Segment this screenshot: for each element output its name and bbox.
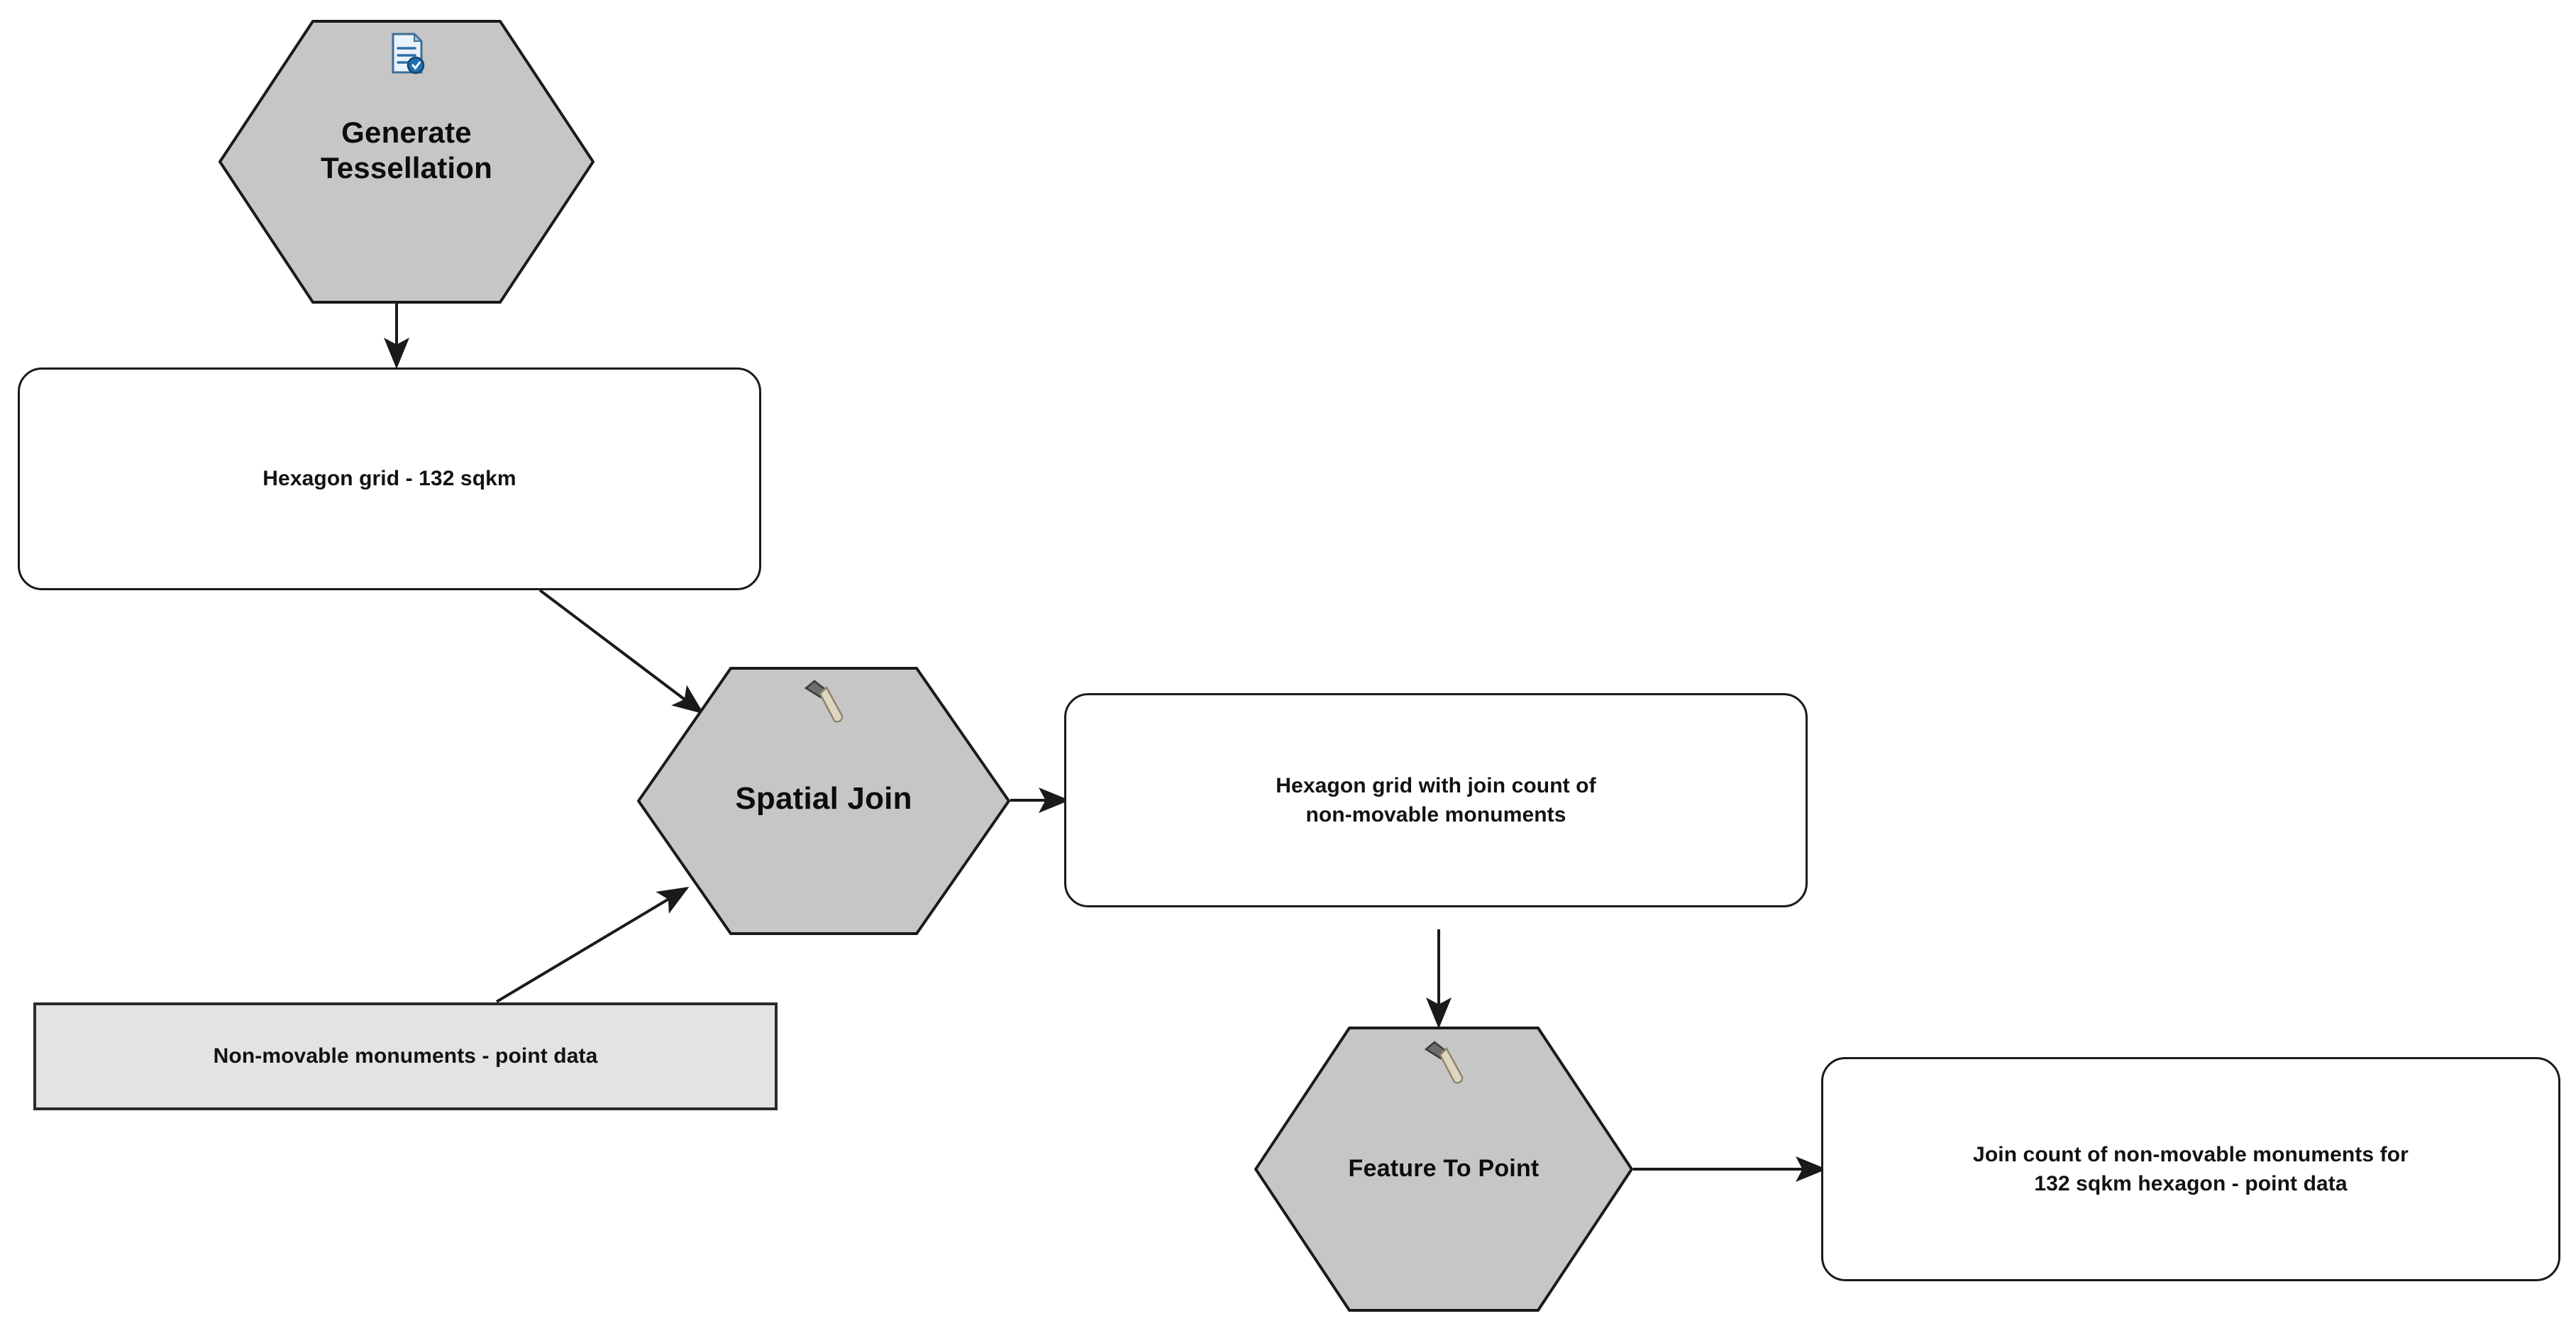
node-hexagon-grid-join-count[interactable]: Hexagon grid with join count of non-mova… xyxy=(1064,693,1808,907)
hexagon-shape xyxy=(1254,1027,1633,1312)
hexagon-shape xyxy=(637,667,1010,935)
node-label: Generate Tessellation xyxy=(320,116,493,184)
node-hexagon-grid[interactable]: Hexagon grid - 132 sqkm xyxy=(18,367,761,590)
node-label: Hexagon grid - 132 sqkm xyxy=(262,467,516,491)
node-non-movable-monuments[interactable]: Non-movable monuments - point data xyxy=(33,1002,778,1110)
node-generate-tessellation[interactable]: Generate Tessellation xyxy=(219,20,595,304)
hexagon-shape xyxy=(219,20,595,304)
node-label: Spatial Join xyxy=(735,781,912,816)
node-join-count-points[interactable]: Join count of non-movable monuments for … xyxy=(1821,1057,2560,1281)
node-label: Feature To Point xyxy=(1348,1155,1539,1182)
node-feature-to-point[interactable]: Feature To Point xyxy=(1254,1027,1633,1312)
node-label: Hexagon grid with join count of non-mova… xyxy=(1276,773,1596,826)
node-label: Non-movable monuments - point data xyxy=(213,1044,598,1068)
node-spatial-join[interactable]: Spatial Join xyxy=(637,667,1010,935)
node-label: Join count of non-movable monuments for … xyxy=(1973,1142,2409,1195)
